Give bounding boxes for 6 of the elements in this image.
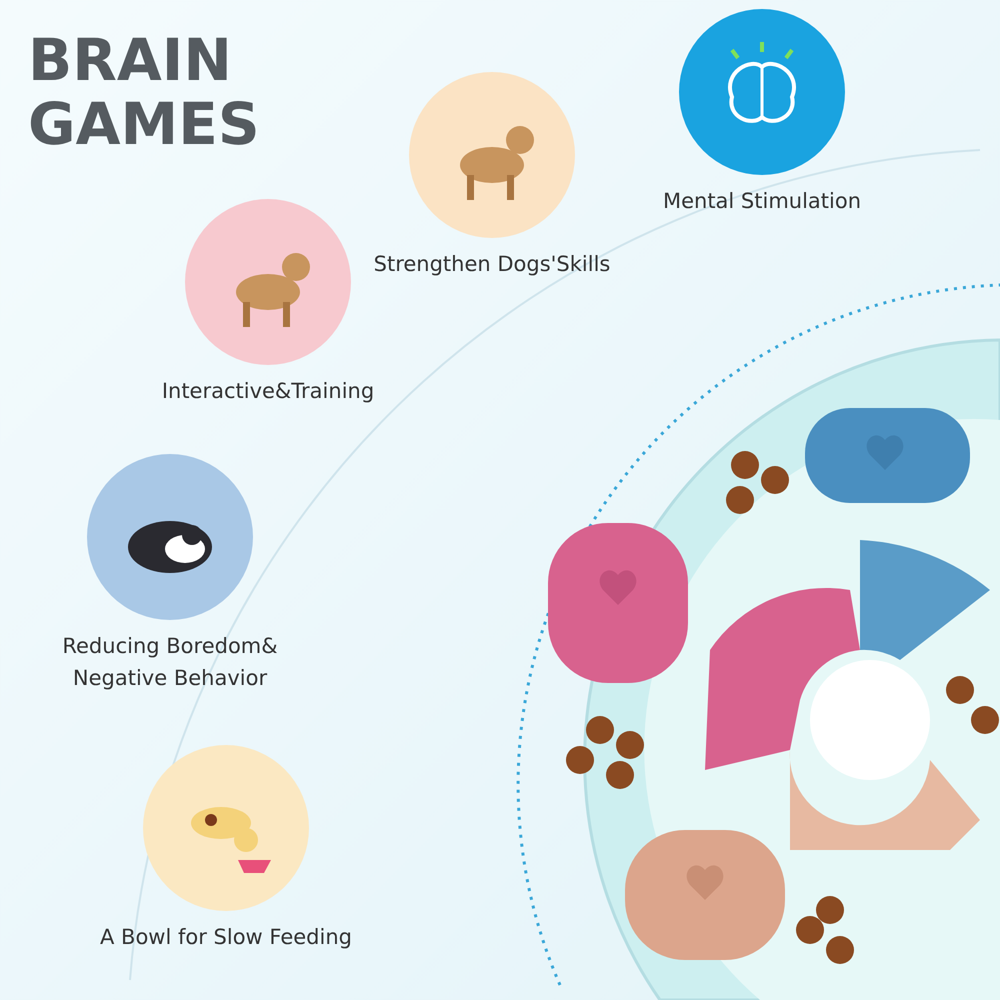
feature-label: Interactive&Training xyxy=(162,378,374,405)
feature-label: Strengthen Dogs'Skills xyxy=(374,251,610,278)
feature-label: A Bowl for Slow Feeding xyxy=(100,924,352,951)
feature-label: Reducing Boredom& Negative Behavior xyxy=(61,633,279,692)
feature-label: Mental Stimulation xyxy=(662,188,862,215)
title: BRAIN GAMES xyxy=(28,28,261,156)
